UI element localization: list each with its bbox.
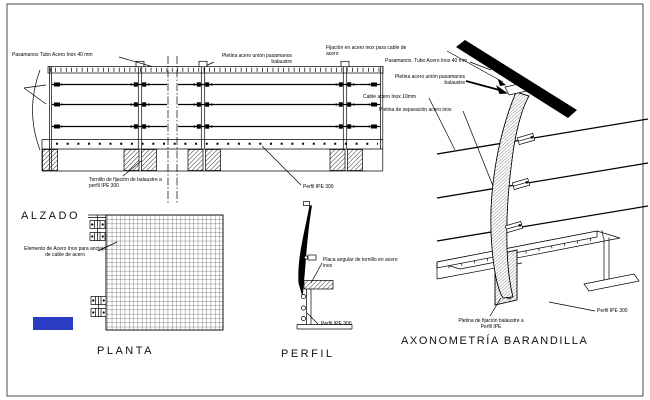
label-axon-beam: Perfil IPE 300	[597, 308, 628, 314]
label-axon-separator-plate: Pletina de separación acero inox	[379, 107, 452, 113]
sheet-border	[6, 3, 644, 397]
label-perfil-beam: Perfil IPE 300	[321, 321, 352, 327]
alzado-view	[23, 56, 384, 203]
label-axon-handrail: Pasamanos. Tubo Acero Inox 40 mm	[385, 58, 467, 64]
planta-view	[88, 214, 224, 331]
label-alzado-handrail: Pasamanos Tubo Acero Inox 40 mm	[12, 52, 93, 58]
caption-axonometria: AXONOMETRÍA BARANDILLA	[401, 335, 589, 347]
label-axon-plate-union: Pletina acero unión pasamanos balaustre	[394, 74, 465, 87]
label-alzado-bolt: Tornillo de fijación de balaustre a perf…	[89, 177, 162, 190]
axonometria-view	[428, 40, 649, 317]
logo-block	[33, 317, 73, 330]
caption-planta: PLANTA	[97, 345, 154, 357]
label-axon-fixing-plate: Pletina de fijación balaustre a Perfil I…	[458, 318, 524, 331]
label-perfil-angle-plate: Placa angular de tornillo en acero inox	[323, 257, 398, 270]
caption-perfil: PERFIL	[281, 348, 335, 360]
label-axon-cable-fixing: Fijación en acero inox para cable de ace…	[326, 45, 407, 58]
label-planta-anchor: Elemento de Acero Inox para anclaje de c…	[24, 246, 106, 259]
label-alzado-beam: Perfil IPE 300	[303, 184, 334, 190]
perfil-view	[296, 201, 353, 330]
label-axon-cable: Cable acero Inox 10mm	[363, 94, 417, 100]
caption-alzado: ALZADO	[21, 210, 81, 222]
label-alzado-plate-union: Pletina acero unión pasamanos balaustre	[221, 53, 292, 66]
